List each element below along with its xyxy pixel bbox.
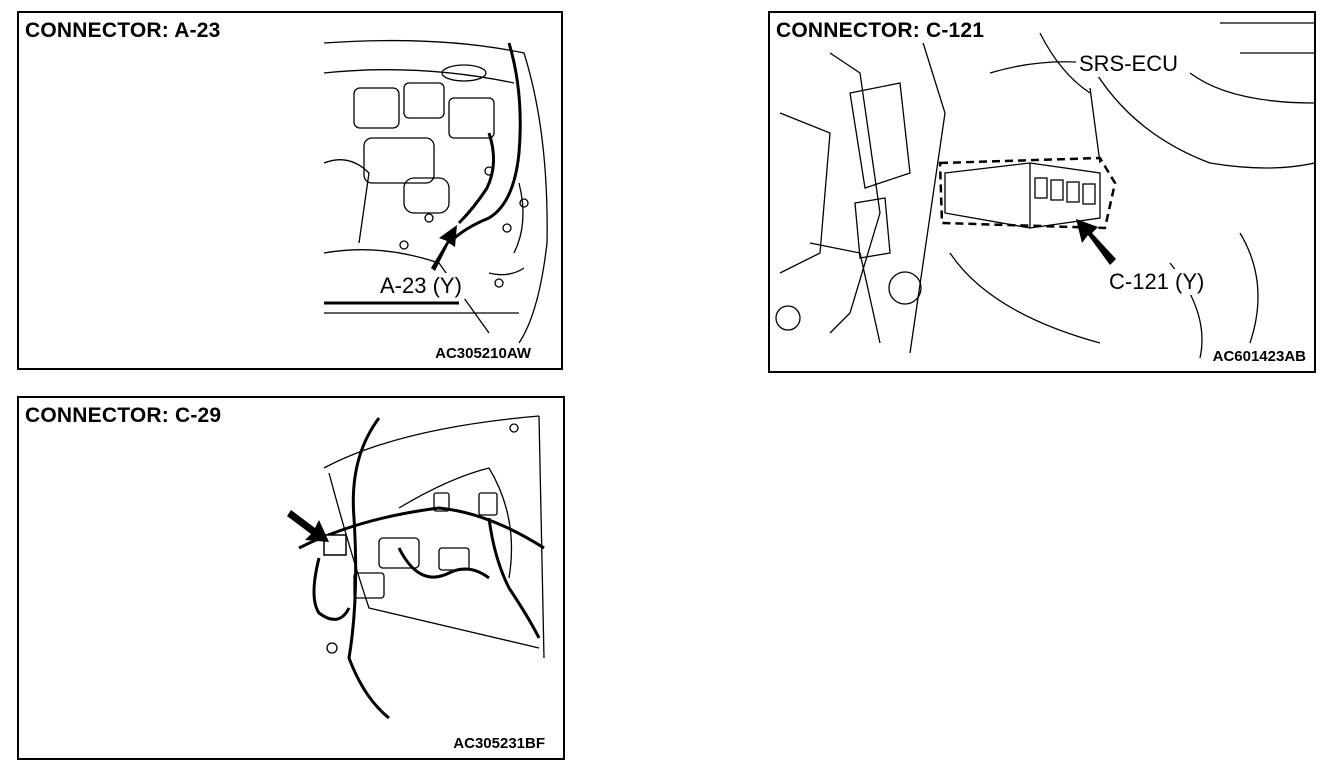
- figure-code: AC305210AW: [435, 345, 531, 362]
- panel-title: CONNECTOR: A-23: [25, 19, 225, 43]
- connector-c121-panel: CONNECTOR: C-121 SRS-ECU C-121 (Y) AC601…: [768, 11, 1316, 373]
- panel-title: CONNECTOR: C-29: [25, 404, 226, 428]
- connector-callout-label: A-23 (Y): [377, 273, 465, 299]
- figure-code: AC305231BF: [453, 735, 545, 752]
- panel-title: CONNECTOR: C-121: [776, 19, 989, 43]
- srs-ecu-illustration: [775, 22, 1314, 359]
- connector-callout-label: C-121 (Y): [1106, 269, 1208, 295]
- engine-bay-illustration: [323, 39, 548, 344]
- connector-a23-panel: CONNECTOR: A-23 A-23 (Y) AC305210AW: [17, 11, 563, 370]
- figure-code: AC601423AB: [1212, 348, 1306, 365]
- connector-c29-panel: CONNECTOR: C-29 AC305231BF: [17, 396, 565, 760]
- srs-ecu-label: SRS-ECU: [1076, 51, 1182, 77]
- instrument-panel-illustration: [287, 415, 545, 720]
